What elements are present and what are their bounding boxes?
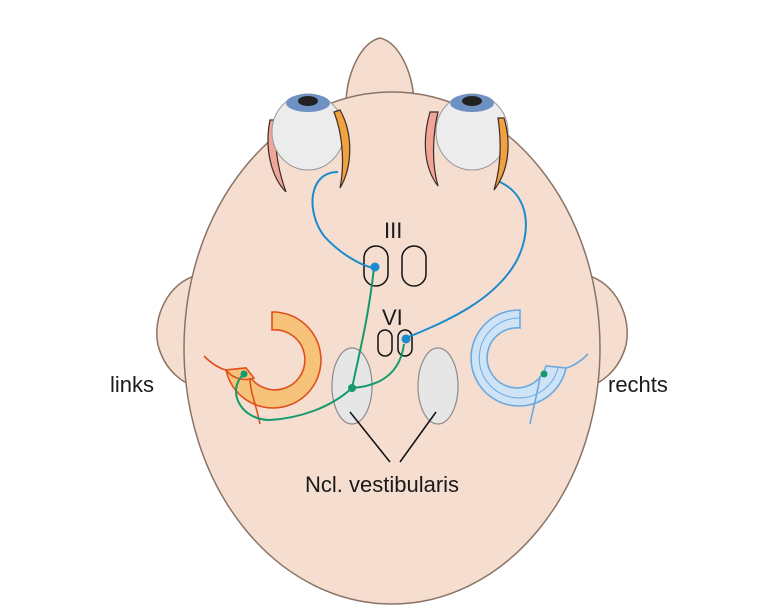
- right-canal-duct: [529, 375, 541, 425]
- label-vestibular-nuclei: Ncl. vestibularis: [305, 472, 459, 497]
- label-VI: VI: [382, 305, 403, 330]
- blue-nerve-right-eye-to-VI: [405, 181, 527, 339]
- nucleus-III-right: [401, 245, 427, 287]
- blue-nerve-left-eye-to-III: [311, 171, 375, 269]
- green-node-vestibular: [348, 384, 356, 392]
- green-node-canal-right: [540, 370, 548, 378]
- blue-node-III: [370, 262, 380, 272]
- right-semicircular-canal: [470, 309, 589, 425]
- left-pupil: [298, 96, 318, 106]
- nucleus-VI-left: [377, 329, 393, 357]
- right-canal-tail: [565, 353, 589, 369]
- right-canal-ring-inner: [478, 317, 559, 399]
- green-node-canal: [240, 370, 248, 378]
- green-nerve-vestibular-to-III: [351, 267, 375, 389]
- label-links: links: [110, 372, 154, 397]
- label-rechts: rechts: [608, 372, 668, 397]
- nose: [345, 37, 415, 101]
- right-eye-group: [424, 93, 509, 191]
- right-eye-lateral-muscle: [493, 117, 509, 191]
- vestibular-pointer-left: [349, 411, 391, 463]
- left-semicircular-canal: [203, 311, 322, 425]
- vestibular-pointer-right: [399, 411, 437, 463]
- left-canal-ampulla: [224, 367, 256, 381]
- left-eye-lateral-muscle: [333, 109, 351, 189]
- vestibular-nucleus-right: [417, 347, 459, 425]
- label-III: III: [384, 218, 402, 243]
- right-canal-ring: [470, 309, 567, 407]
- left-canal-tail: [203, 355, 227, 371]
- right-eye-medial-muscle: [424, 111, 439, 187]
- green-nerve-canal-to-vestibular: [235, 373, 353, 422]
- right-pupil: [462, 96, 482, 106]
- blue-node-VI: [401, 334, 411, 344]
- green-nerve-vestibular-to-VI: [351, 343, 405, 389]
- left-eye-group: [267, 93, 351, 193]
- nucleus-VI-right: [397, 329, 413, 357]
